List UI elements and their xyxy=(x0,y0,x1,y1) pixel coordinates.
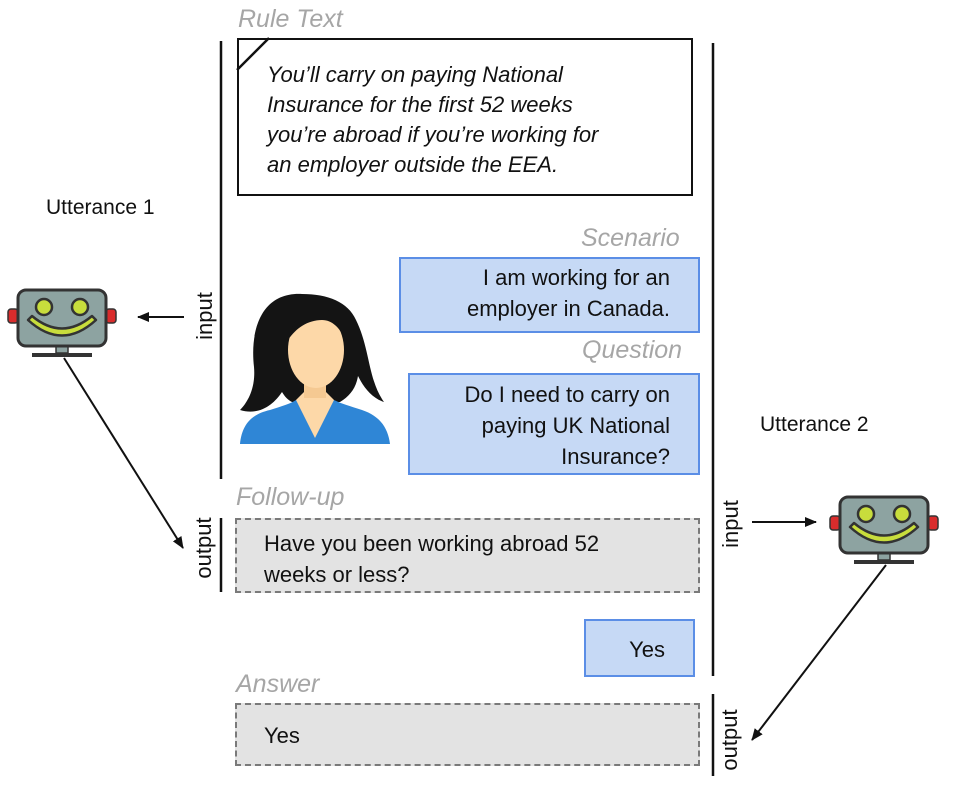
robot-icon xyxy=(7,288,117,357)
answer-box: Yes xyxy=(235,703,700,766)
rule-text-line: you’re abroad if you’re working for xyxy=(267,122,599,147)
followup-box: Have you been working abroad 52 weeks or… xyxy=(235,518,700,593)
robot-icon xyxy=(829,495,939,564)
arrow-output-2 xyxy=(751,564,887,741)
utterance-2-label: Utterance 2 xyxy=(760,413,869,436)
answer-label: Answer xyxy=(236,670,320,698)
question-line: Do I need to carry on xyxy=(464,382,670,407)
scenario-label: Scenario xyxy=(581,224,680,252)
utterance-1-label: Utterance 1 xyxy=(46,196,155,219)
rule-text-line: You’ll carry on paying National xyxy=(267,62,563,87)
question-line: Insurance? xyxy=(561,444,670,469)
followup-line: Have you been working abroad 52 xyxy=(264,531,600,556)
rule-text-line: Insurance for the first 52 weeks xyxy=(267,92,573,117)
question-line: paying UK National xyxy=(481,413,670,438)
followup-label: Follow-up xyxy=(236,483,345,511)
followup-line: weeks or less? xyxy=(264,562,410,587)
rule-text: You’ll carry on paying National Insuranc… xyxy=(267,60,677,180)
scenario-bubble: I am working for an employer in Canada. xyxy=(399,257,700,333)
user-reply-bubble: Yes xyxy=(584,619,695,677)
question-label: Question xyxy=(582,336,683,364)
arrow-output-1 xyxy=(63,357,184,549)
user-reply-text: Yes xyxy=(629,637,665,662)
answer-text: Yes xyxy=(264,723,300,748)
rule-text-label: Rule Text xyxy=(238,5,343,33)
rule-text-box: You’ll carry on paying National Insuranc… xyxy=(236,37,693,196)
scenario-line: I am working for an xyxy=(482,265,670,290)
dog-ear-corner-icon xyxy=(236,37,270,71)
scenario-line: employer in Canada. xyxy=(466,296,670,321)
woman-avatar-icon xyxy=(240,293,390,444)
question-bubble: Do I need to carry on paying UK National… xyxy=(408,373,700,475)
rule-text-line: an employer outside the EEA. xyxy=(267,152,559,177)
